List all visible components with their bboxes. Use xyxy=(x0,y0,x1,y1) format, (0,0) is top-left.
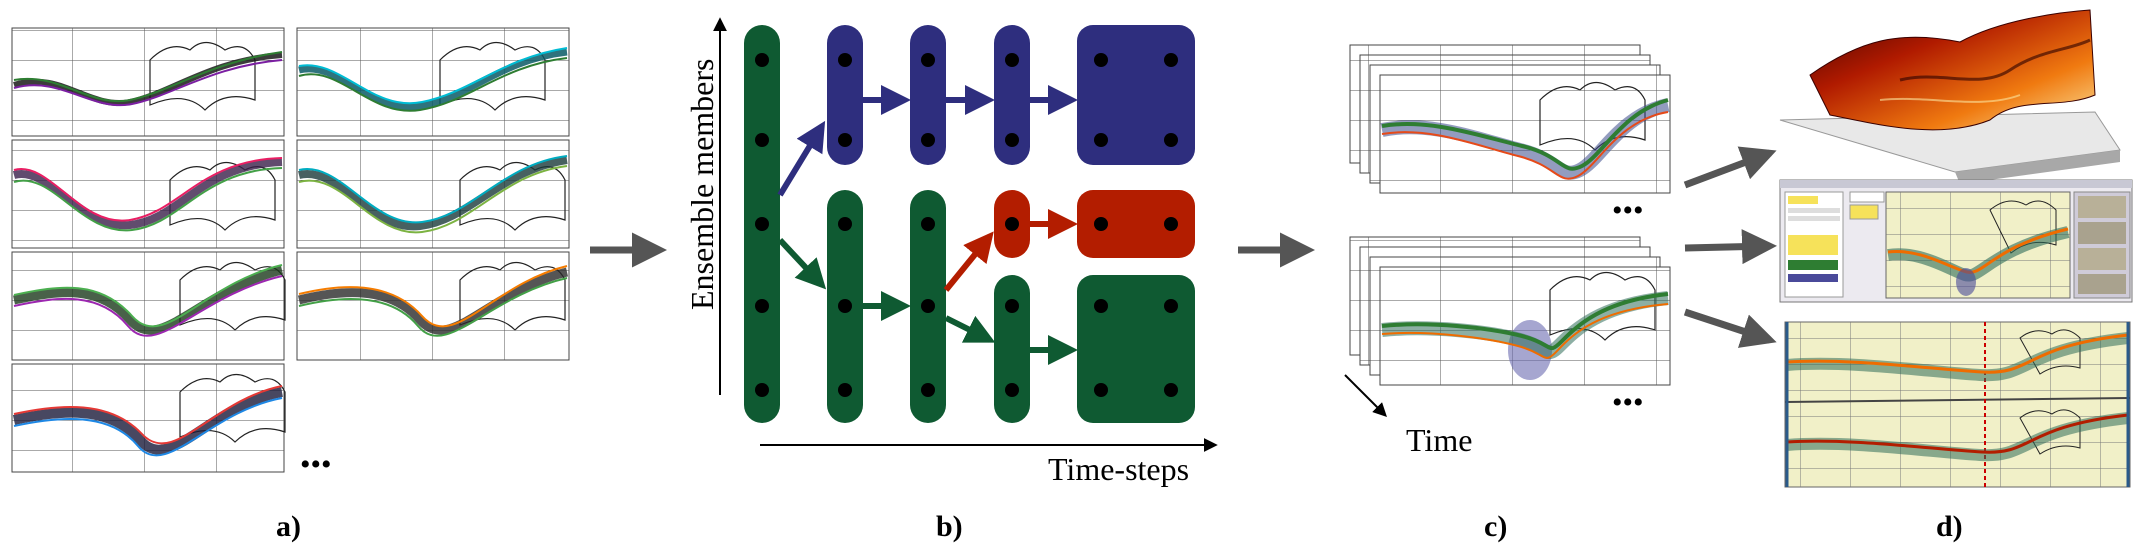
stack-blue-more-dots: ••• xyxy=(1612,194,1644,227)
ensemble-map-6 xyxy=(296,251,570,361)
view-gui-screenshot xyxy=(1779,179,2133,303)
cluster-final-green xyxy=(1077,275,1195,423)
arrow-c-to-d-top xyxy=(1683,146,1777,189)
panel-a-label: a) xyxy=(276,510,301,543)
ensemble-map-4 xyxy=(296,139,570,249)
cluster-t3-green xyxy=(994,275,1030,423)
ensemble-map-7 xyxy=(11,363,286,473)
arrow-c-to-d-bottom xyxy=(1683,308,1777,348)
panel-b-label: b) xyxy=(936,510,963,543)
ensemble-map-2 xyxy=(296,27,570,137)
stack-green-more-dots: ••• xyxy=(1612,386,1644,419)
y-axis-label: Ensemble members xyxy=(684,59,720,310)
panel-d-label: d) xyxy=(1936,510,1963,543)
panel-b-clustering-diagram: Ensemble members Time-steps xyxy=(684,17,1218,487)
cluster-t3-blue xyxy=(994,25,1030,165)
panel-c-label: c) xyxy=(1484,510,1507,543)
stack-green-cluster xyxy=(1349,236,1671,386)
cluster-final-blue xyxy=(1077,25,1195,165)
view-3d-surface xyxy=(1779,9,2121,184)
stack-blue-cluster xyxy=(1349,44,1671,194)
time-label: Time xyxy=(1406,422,1472,458)
cluster-t2-blue xyxy=(910,25,946,165)
cluster-t1-blue xyxy=(827,25,863,165)
ensemble-map-5 xyxy=(11,251,286,361)
panel-c-clustered-stacks: ••• ••• Time xyxy=(1344,44,1671,458)
split-arrow-blue xyxy=(777,120,826,197)
view-dual-maps xyxy=(1784,321,2131,488)
panel-a-map-grid xyxy=(11,27,570,473)
arrow-c-to-d-middle xyxy=(1684,229,1777,265)
time-arrow xyxy=(1344,374,1387,417)
cluster-final-red xyxy=(1077,190,1195,258)
panel-a-more-dots: ••• xyxy=(300,448,332,481)
x-axis-label: Time-steps xyxy=(1048,451,1189,487)
panel-d-visualizations xyxy=(1779,9,2133,488)
ensemble-map-1 xyxy=(11,27,285,137)
arrow-green-t2-t3 xyxy=(944,315,996,343)
ensemble-map-3 xyxy=(11,139,285,249)
split-arrow-red xyxy=(943,231,994,292)
split-arrow-green xyxy=(777,237,827,290)
member-dots xyxy=(755,53,1178,397)
